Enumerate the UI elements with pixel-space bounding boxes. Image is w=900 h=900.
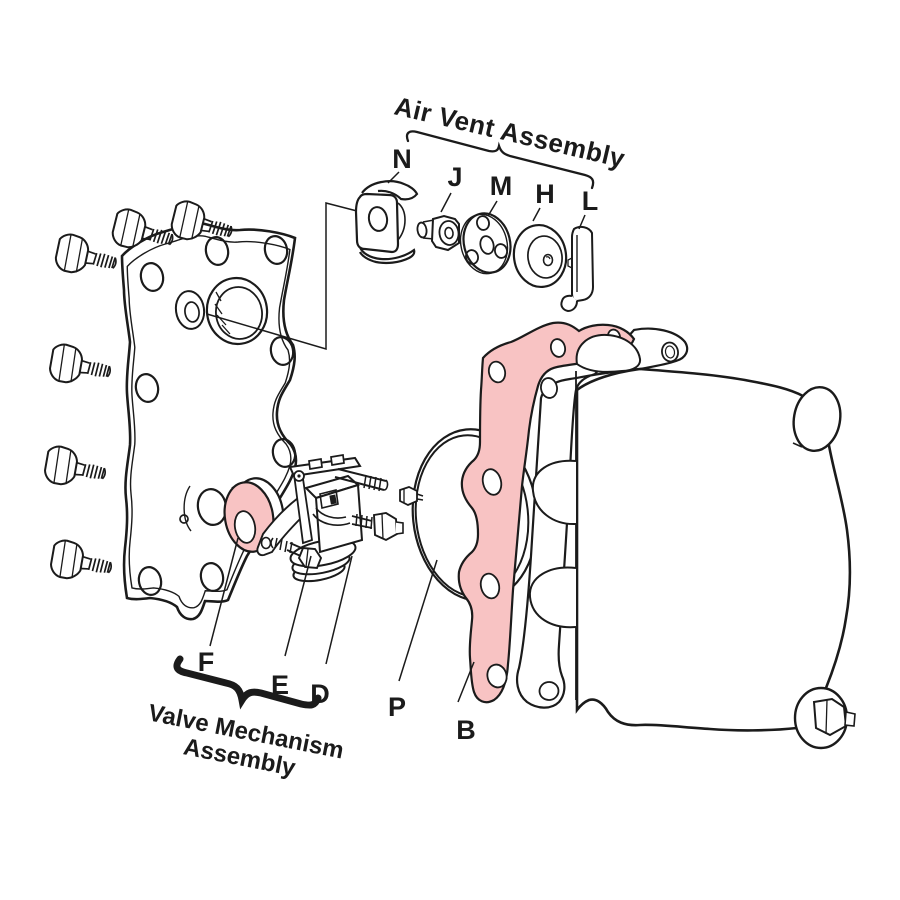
- threaded-bore: [205, 276, 269, 346]
- leader-line-P: [398, 559, 438, 682]
- valve-seal-part: [223, 477, 285, 553]
- vent-mount-hole: [174, 290, 206, 330]
- part-label-F: F: [198, 647, 215, 677]
- air-vent-bracket-part: [354, 180, 419, 265]
- valve-mechanism-labels: F E D P B: [198, 537, 476, 745]
- leader-line-B: [457, 661, 475, 703]
- part-label-N: N: [392, 144, 412, 174]
- housing-lobe: [531, 459, 577, 526]
- vent-nut-part: [416, 214, 460, 252]
- leader-line-J: [440, 192, 452, 213]
- hex-bolt: [48, 537, 116, 587]
- housing-lobe: [528, 566, 577, 629]
- leader-line-M: [487, 200, 498, 217]
- vent-mount-leader-line: [206, 202, 358, 351]
- dome-stud: [399, 486, 418, 506]
- valve-screw-right: [351, 512, 404, 542]
- hex-bolt: [52, 231, 121, 282]
- leader-line-D: [325, 555, 353, 665]
- hex-bolt: [42, 443, 110, 493]
- valve-mechanism-title: Valve Mechanism Assembly: [146, 699, 346, 782]
- air-vent-title: Air Vent Assembly: [392, 91, 629, 174]
- valve-mechanism-brace: [173, 655, 322, 710]
- part-label-B: B: [456, 715, 476, 745]
- part-label-E: E: [271, 670, 289, 700]
- valve-rod-upper: [334, 468, 389, 492]
- vent-valve-disc-part: [459, 212, 512, 275]
- part-label-P: P: [388, 692, 406, 722]
- leader-line-N: [387, 171, 400, 184]
- vent-cap-part: [512, 223, 568, 289]
- leader-line-H: [532, 207, 541, 222]
- leader-line-F: [209, 537, 239, 647]
- air-vent-labels: N J M H L: [387, 144, 599, 230]
- leader-line-E: [284, 555, 312, 657]
- plate-bolt-holes: [134, 235, 297, 596]
- part-label-M: M: [490, 171, 513, 201]
- housing-top-lobe: [575, 333, 642, 373]
- part-label-L: L: [582, 186, 599, 216]
- part-label-H: H: [535, 179, 555, 209]
- part-label-J: J: [447, 162, 462, 192]
- outlet-port: [792, 386, 842, 452]
- pump-housing: [528, 367, 856, 750]
- vent-clip-part: [560, 225, 595, 313]
- valve-body-part: [256, 454, 404, 583]
- cover-plate: [120, 222, 298, 621]
- hex-bolt: [47, 341, 115, 391]
- pivot-bolt-boss: [793, 686, 856, 750]
- air-vent-brace: [405, 130, 595, 190]
- leader-line-L: [578, 214, 586, 230]
